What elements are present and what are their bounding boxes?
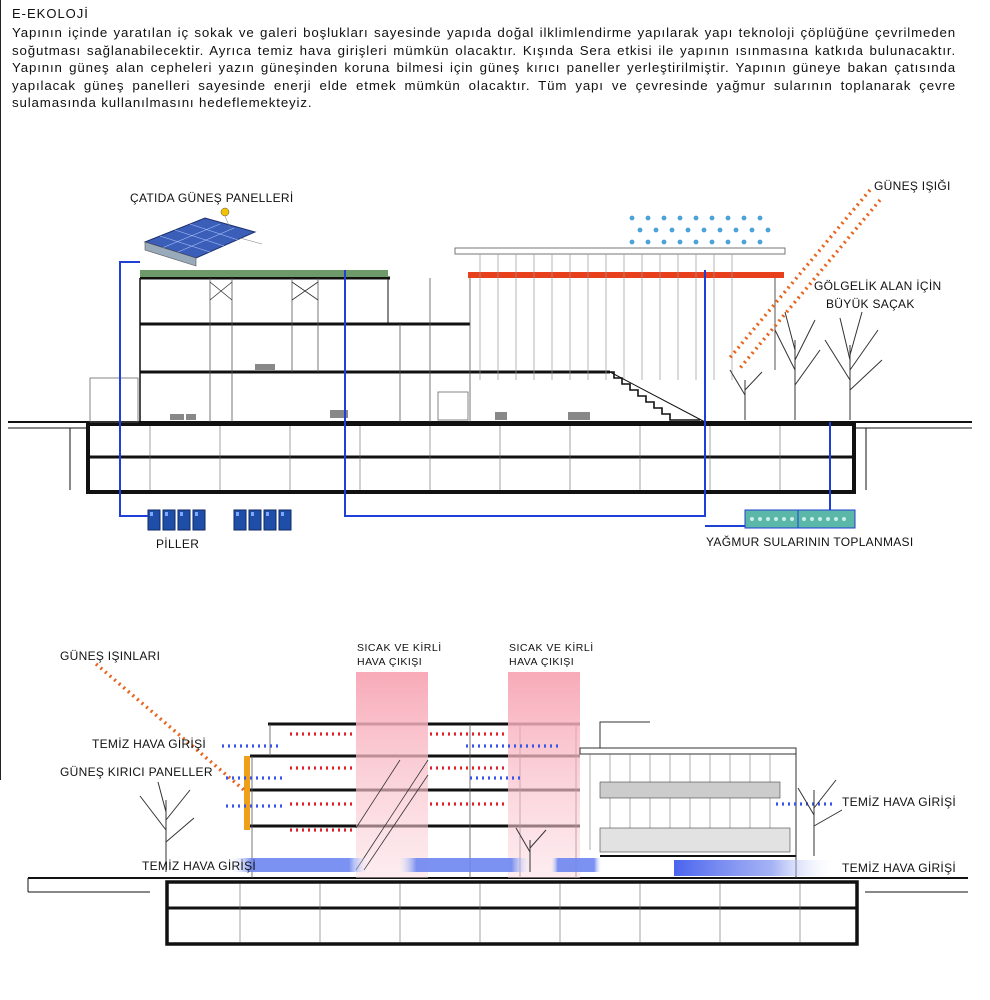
label-overhang-1: GÖLGELİK ALAN İÇİN [814, 279, 941, 293]
basement-2 [165, 880, 859, 946]
label-fresh-air-right-upper: TEMİZ HAVA GİRİŞİ [842, 795, 956, 809]
label-hot-air-2b: HAVA ÇIKIŞI [509, 656, 574, 668]
label-fresh-air-left: TEMİZ HAVA GİRİŞİ [92, 737, 206, 751]
floor-slabs [139, 276, 610, 422]
label-fresh-air-ground: TEMİZ HAVA GİRİŞİ [142, 859, 256, 873]
fresh-air-band-3 [550, 858, 602, 872]
label-roof-panels: ÇATIDA GÜNEŞ PANELLERİ [130, 191, 294, 205]
label-fresh-air-right-lower: TEMİZ HAVA GİRİŞİ [842, 861, 956, 875]
label-sun-rays: GÜNEŞ IŞINLARI [60, 649, 160, 663]
batteries-group [147, 509, 292, 531]
left-annex [89, 377, 139, 423]
basement-2-columns [239, 884, 801, 942]
label-shading-panels: GÜNEŞ KIRICI PANELLER [60, 765, 213, 779]
section-2-ventilation-section [27, 662, 968, 946]
hot-air-dots [290, 732, 506, 832]
green-roof [140, 270, 388, 277]
fresh-air-band-2 [396, 858, 532, 872]
pipes [119, 261, 831, 527]
page-title: E-EKOLOJİ [12, 6, 89, 21]
roof-drain-pipe-1 [344, 270, 706, 517]
atrium-stair [355, 759, 429, 871]
label-rainwater: YAĞMUR SULARININ TOPLANMASI [706, 534, 913, 549]
basement-columns [149, 426, 781, 490]
hot-air-chimney-1 [356, 672, 428, 878]
label-batteries: PİLLER [156, 537, 199, 551]
frame-top [0, 0, 990, 1]
roof-solar-panel-illustration [143, 207, 263, 267]
frame-left-border [0, 0, 1, 780]
label-hot-air-2a: SICAK VE KİRLİ [509, 641, 594, 654]
interior-walls [209, 278, 471, 422]
rain-drops [629, 215, 771, 245]
cross-bracing [209, 281, 319, 301]
section-1-building-section [8, 188, 972, 531]
rainwater-tank [744, 509, 856, 529]
label-hot-air-1a: SICAK VE KİRLİ [357, 641, 442, 654]
trees-section-1 [729, 311, 883, 420]
sunlight-ray-1 [726, 188, 872, 362]
trees-section-2 [139, 779, 843, 872]
furniture [170, 364, 590, 421]
label-overhang-2: BÜYÜK SAÇAK [826, 297, 915, 311]
fresh-air-band-4 [674, 860, 838, 876]
roof-accent-band [468, 272, 784, 278]
section-2-pavilion [579, 721, 797, 878]
sun-ray-section-2 [94, 662, 246, 792]
hot-air-chimney-2 [508, 672, 580, 878]
description-paragraph: Yapının içinde yaratılan iç sokak ve gal… [12, 25, 956, 110]
fresh-air-dots [222, 744, 832, 808]
right-pavilion [454, 247, 786, 380]
sunlight-ray-2 [738, 198, 882, 370]
label-sunlight: GÜNEŞ IŞIĞI [874, 178, 951, 193]
shading-panels [244, 756, 250, 830]
label-hot-air-1b: HAVA ÇIKIŞI [357, 656, 422, 668]
grand-stair [470, 371, 706, 423]
fresh-air-band-1 [230, 858, 370, 872]
solar-to-battery-pipe [119, 261, 148, 517]
